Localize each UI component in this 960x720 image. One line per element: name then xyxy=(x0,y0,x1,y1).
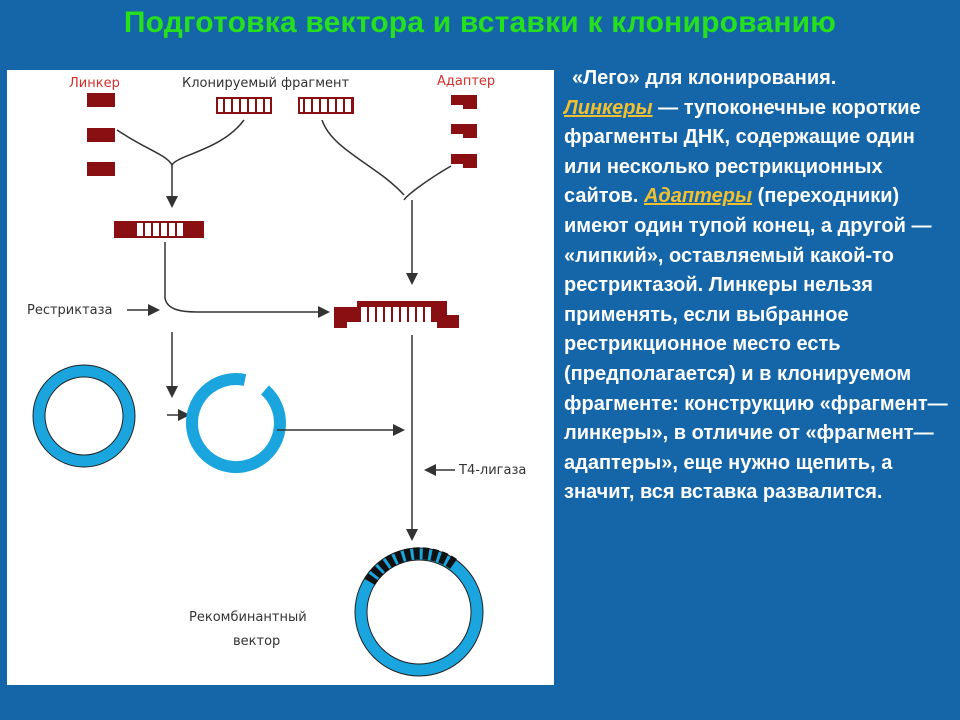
adapter-block-1 xyxy=(451,95,477,109)
recombinant-vector-label-1: Рекомбинантный xyxy=(189,610,307,625)
adapter-block-3 xyxy=(451,154,477,168)
body-text: Линкеры — тупоконечные короткие фрагмент… xyxy=(564,94,954,508)
plasmid-ring-outline-inner xyxy=(44,376,124,456)
body-part-1: — тупоконечные короткие фрагменты ДНК, с… xyxy=(564,96,921,208)
linkers-link[interactable]: Линкеры xyxy=(564,96,653,119)
adapters-link[interactable]: Адаптеры xyxy=(643,185,753,208)
plasmid-ring xyxy=(33,365,135,467)
cloned-fragment-2 xyxy=(298,97,354,114)
recombinant-ring-outline-inner xyxy=(366,559,472,665)
linker-block-2 xyxy=(87,128,115,142)
recombinant-vector-label-2: вектор xyxy=(233,634,280,649)
adapter-block-2 xyxy=(451,124,477,138)
linked-fragment-end-left xyxy=(115,222,137,237)
linked-fragment-end-right xyxy=(185,222,203,237)
adapter-join-line xyxy=(403,165,452,201)
recombinant-insert xyxy=(364,547,459,586)
linker-label: Линкер xyxy=(69,76,120,91)
t4-ligase-label: Т4-лигаза xyxy=(458,463,526,478)
body-part-2: (переходники) имеют один тупой конец, а … xyxy=(564,185,948,504)
diagram-svg: Линкер Клонируемый фрагмент Адаптер Рест… xyxy=(27,74,526,677)
adapter-label: Адаптер xyxy=(437,74,495,89)
plasmid-ring-outline-outer xyxy=(32,364,136,468)
linked-fragment-down-line xyxy=(164,242,330,318)
linker-block-3 xyxy=(87,162,115,176)
linker-block-1 xyxy=(87,93,115,107)
slide-title: Подготовка вектора и вставки к клонирова… xyxy=(123,6,837,39)
explanation-text: «Лего» для клонирования. Линкеры — тупок… xyxy=(564,64,954,508)
cloned-fragment-label: Клонируемый фрагмент xyxy=(182,76,350,91)
restrictase-label: Рестриктаза xyxy=(27,303,113,318)
heading-text: «Лего» для клонирования. xyxy=(572,67,837,89)
adapted-insert-core xyxy=(359,307,431,322)
fragment-to-adapter-line xyxy=(321,119,405,196)
cut-plasmid-ring xyxy=(185,373,286,474)
cloned-fragment-1 xyxy=(216,97,272,114)
fragment-join-line xyxy=(171,119,245,166)
linker-join-line xyxy=(116,129,173,166)
cloning-diagram: Линкер Клонируемый фрагмент Адаптер Рест… xyxy=(7,70,554,685)
